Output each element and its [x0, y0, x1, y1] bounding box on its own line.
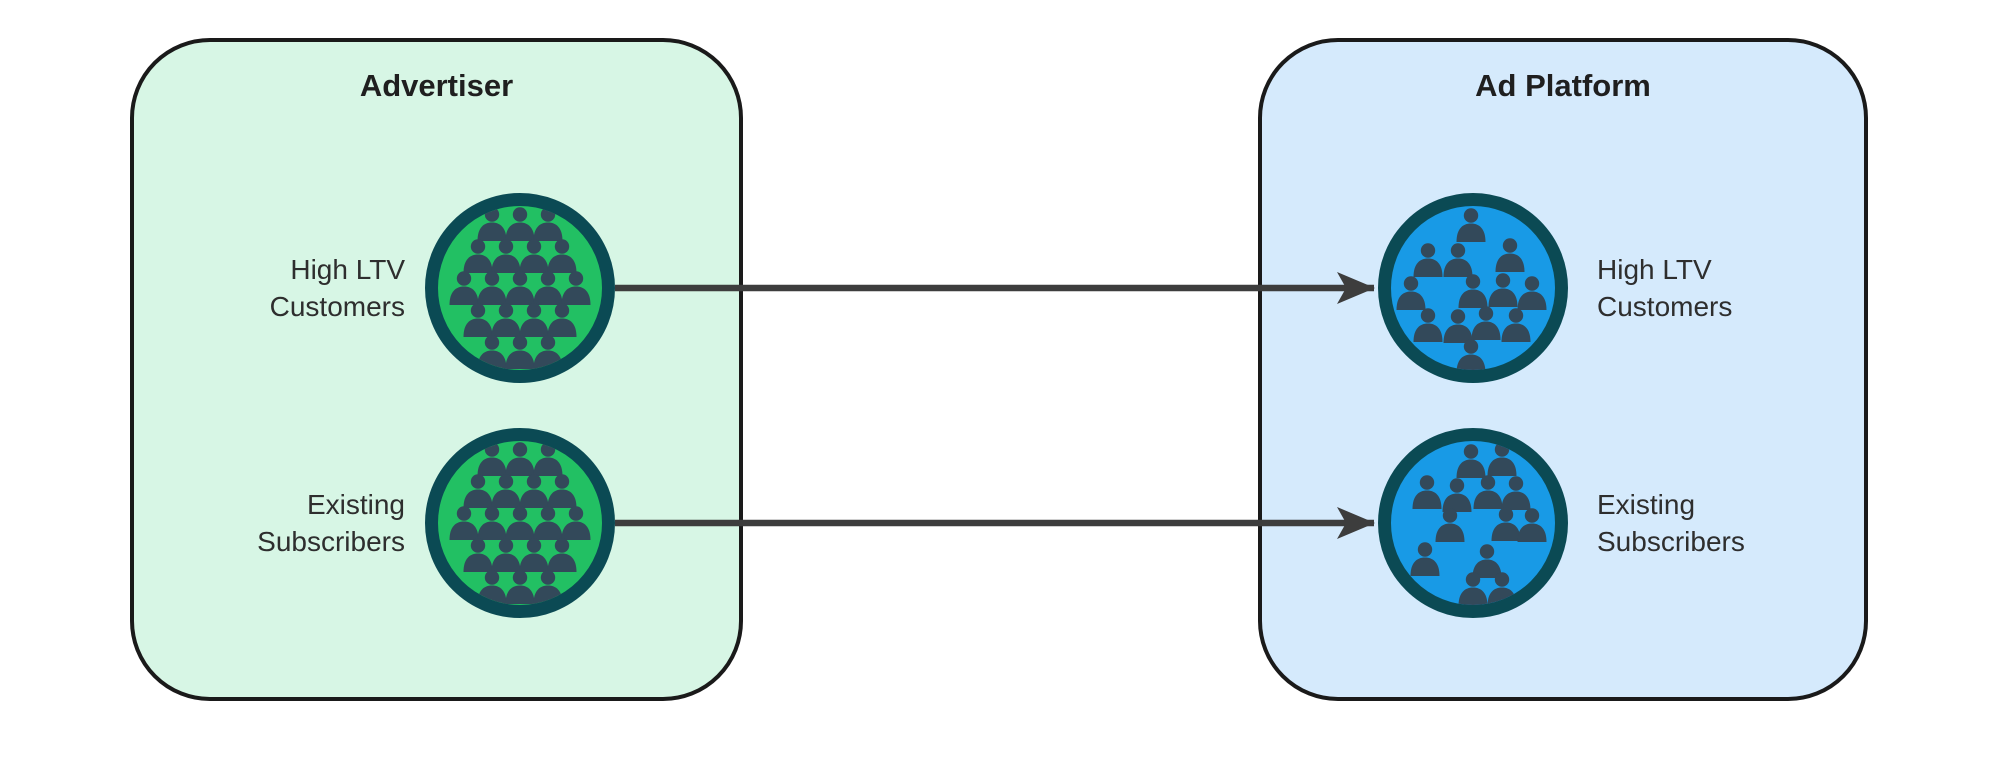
advertiser-panel: Advertiser: [130, 38, 743, 701]
people-crowd-icon: [1396, 208, 1547, 370]
ad-platform-high-ltv-label: High LTV Customers: [1597, 254, 1733, 322]
ad-platform-panel: Ad Platform: [1258, 38, 1868, 701]
advertiser-existing-subscribers-circle: [425, 428, 615, 618]
advertiser-existing-subscribers-label: Existing Subscribers: [257, 489, 405, 557]
ad-platform-existing-subscribers-label: Existing Subscribers: [1597, 489, 1745, 557]
people-crowd-icon: [449, 207, 591, 369]
advertiser-panel-title: Advertiser: [359, 68, 514, 103]
advertiser-high-ltv-label: High LTV Customers: [269, 254, 405, 322]
people-crowd-icon: [449, 442, 591, 604]
advertiser-high-ltv-circle: [425, 193, 615, 383]
ad-platform-existing-subscribers-circle: [1378, 428, 1568, 618]
ad-platform-high-ltv-circle: [1378, 193, 1568, 383]
ad-platform-panel-title: Ad Platform: [1475, 68, 1651, 103]
people-crowd-icon: [1410, 442, 1547, 605]
